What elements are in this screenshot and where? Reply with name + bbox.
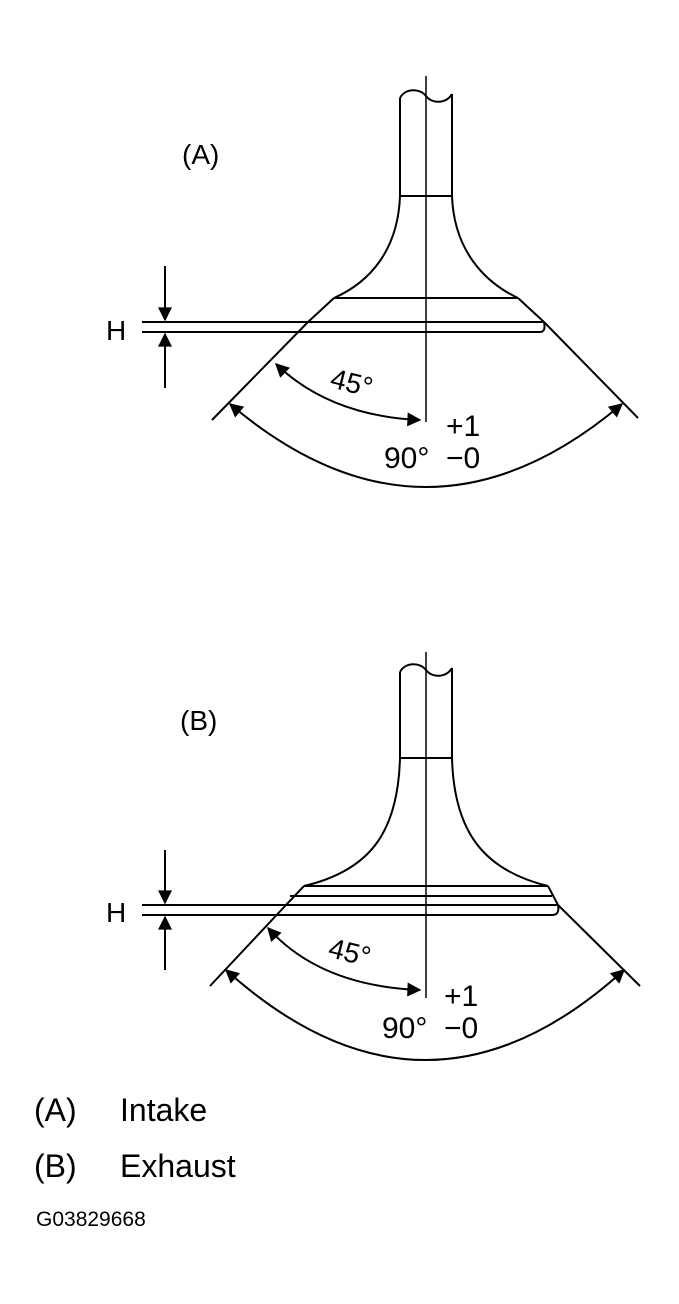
figure-code: G03829668 bbox=[36, 1208, 146, 1231]
angle-90-arc bbox=[224, 969, 626, 1061]
diagram-a-tag: (A) bbox=[182, 139, 219, 170]
seat-line-left bbox=[209, 904, 287, 987]
legend-text: Exhaust bbox=[120, 1148, 236, 1184]
diagram-a-tol-plus: +1 bbox=[446, 410, 480, 443]
legend-item-exhaust: (B) Exhaust bbox=[34, 1150, 236, 1182]
diagram-a-height-label: H bbox=[106, 315, 126, 346]
legend-key: (B) bbox=[34, 1148, 77, 1184]
diagram-b-height-label: H bbox=[106, 897, 126, 928]
legend-text: Intake bbox=[120, 1092, 208, 1128]
diagram-b-tol-minus: −0 bbox=[444, 1012, 478, 1045]
diagram-b-tag: (B) bbox=[180, 705, 217, 736]
diagram-a-tol-minus: −0 bbox=[446, 442, 480, 475]
neck-fillet-right bbox=[451, 757, 549, 887]
intake-valve-diagram bbox=[142, 76, 639, 488]
diagram-b-tol-plus: +1 bbox=[444, 980, 478, 1013]
seat-line-left bbox=[211, 321, 309, 421]
neck-fillet-right bbox=[451, 195, 519, 299]
neck-fillet-left bbox=[333, 195, 401, 299]
angle-90-arc bbox=[228, 403, 624, 488]
seat-line-right bbox=[543, 321, 639, 419]
diagram-a-seat-angle: 45° bbox=[327, 363, 376, 403]
legend-item-intake: (A) Intake bbox=[34, 1094, 207, 1126]
neck-fillet-left bbox=[303, 757, 401, 887]
seat-line-right bbox=[557, 904, 641, 987]
legend-key: (A) bbox=[34, 1092, 77, 1128]
exhaust-valve-diagram bbox=[142, 652, 641, 1061]
diagram-b-seat-angle: 45° bbox=[326, 932, 375, 972]
diagram-b-face-angle: 90° bbox=[382, 1012, 427, 1045]
diagram-a-face-angle: 90° bbox=[384, 442, 429, 475]
